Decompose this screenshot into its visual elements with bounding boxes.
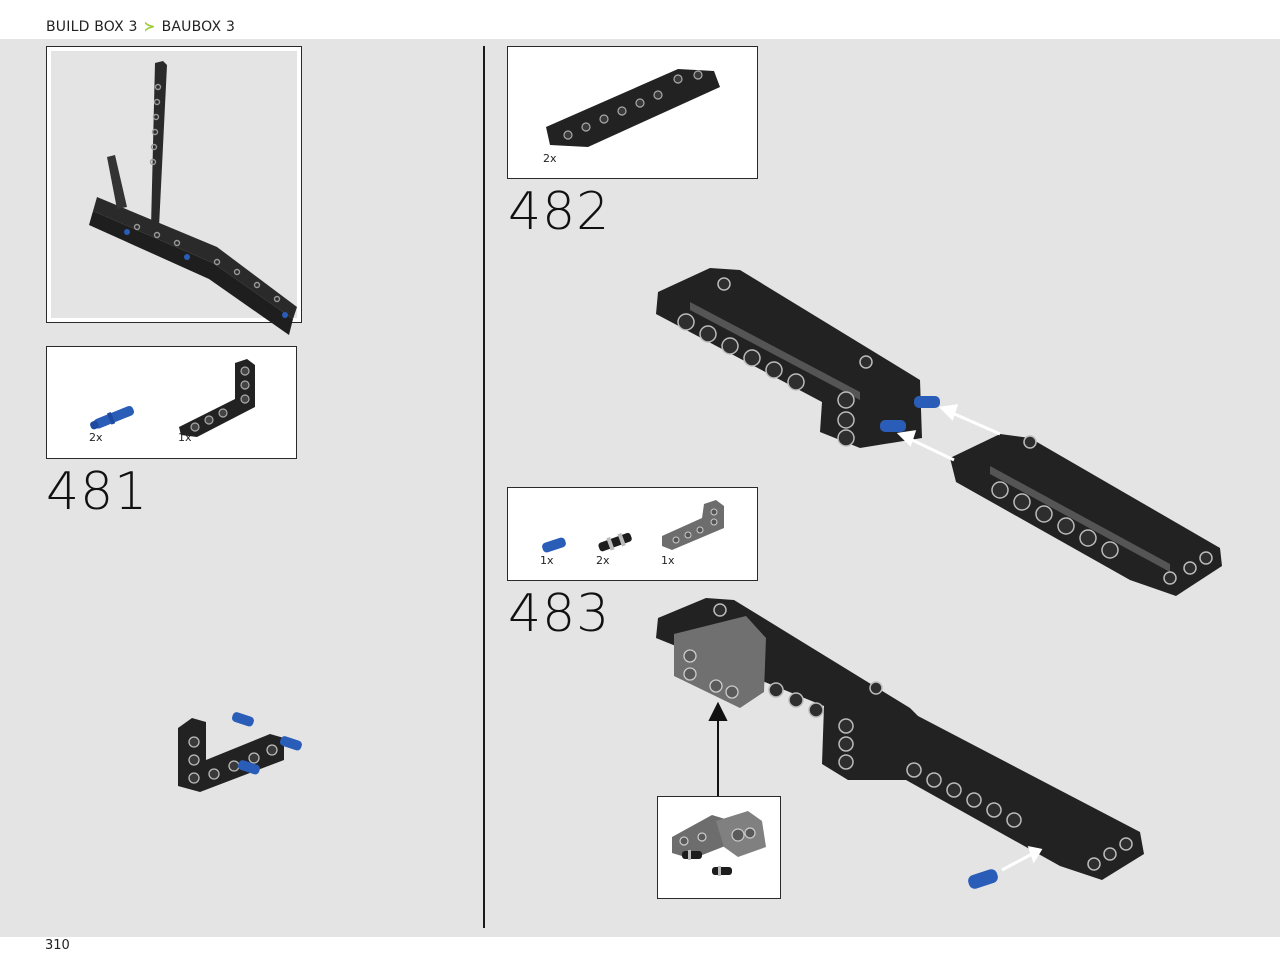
breadcrumb-separator-icon: ≻ [143, 19, 156, 35]
step-481-number: 481 [46, 462, 149, 522]
breadcrumb-baubox: BAUBOX 3 [161, 19, 236, 35]
breadcrumb-build-box: BUILD BOX 3 [46, 19, 138, 35]
page-number: 310 [45, 938, 70, 953]
long-beam-part-icon [546, 69, 720, 147]
part-qty-angled-beam: 1x [178, 431, 192, 444]
part-qty-long-beam: 2x [543, 152, 557, 165]
model-overview-image [89, 61, 297, 335]
insert-arrows-icon [896, 404, 1001, 462]
part-qty-grey-angled-beam: 1x [661, 554, 675, 567]
lower-beam-assembly [950, 434, 1222, 596]
short-blue-pin-part-icon [542, 537, 566, 553]
page-header: BUILD BOX 3 ≻ BAUBOX 3 [0, 0, 1280, 39]
breadcrumb: BUILD BOX 3 ≻ BAUBOX 3 [46, 19, 235, 35]
grey-angled-beam-part-icon [662, 500, 724, 550]
part-qty-black-axle-pin: 2x [596, 554, 610, 567]
blue-pin-part-icon [90, 405, 134, 430]
step-483-callout-box [657, 796, 781, 899]
part-qty-blue-pin: 2x [89, 431, 103, 444]
step-483-number: 483 [508, 584, 611, 644]
step-483-parts-box: 1x 2x 1x [507, 487, 758, 581]
pin-insert-arrow-icon [1001, 846, 1043, 872]
callout-pointer-arrow-icon [708, 701, 728, 796]
black-axle-pin-part-icon [598, 532, 632, 552]
model-overview-box [46, 46, 302, 335]
combined-beam-assembly [656, 598, 1144, 880]
part-qty-short-blue-pin: 1x [540, 554, 554, 567]
step-481-parts-box: 2x 1x [46, 346, 297, 459]
step-482-parts-box: 2x [507, 46, 758, 179]
step-483-assembly-image [656, 598, 1144, 889]
angled-beam-part-icon [179, 359, 255, 437]
upper-beam-assembly [656, 268, 940, 448]
callout-detail-image [672, 811, 766, 876]
step-481-assembly-image [178, 712, 302, 792]
column-divider [483, 46, 485, 928]
blue-pin-insert [968, 869, 998, 889]
overview-assembly [89, 61, 297, 335]
step-482-number: 482 [508, 182, 611, 242]
page-footer [0, 937, 1280, 974]
step-482-assembly-image [656, 268, 1222, 596]
